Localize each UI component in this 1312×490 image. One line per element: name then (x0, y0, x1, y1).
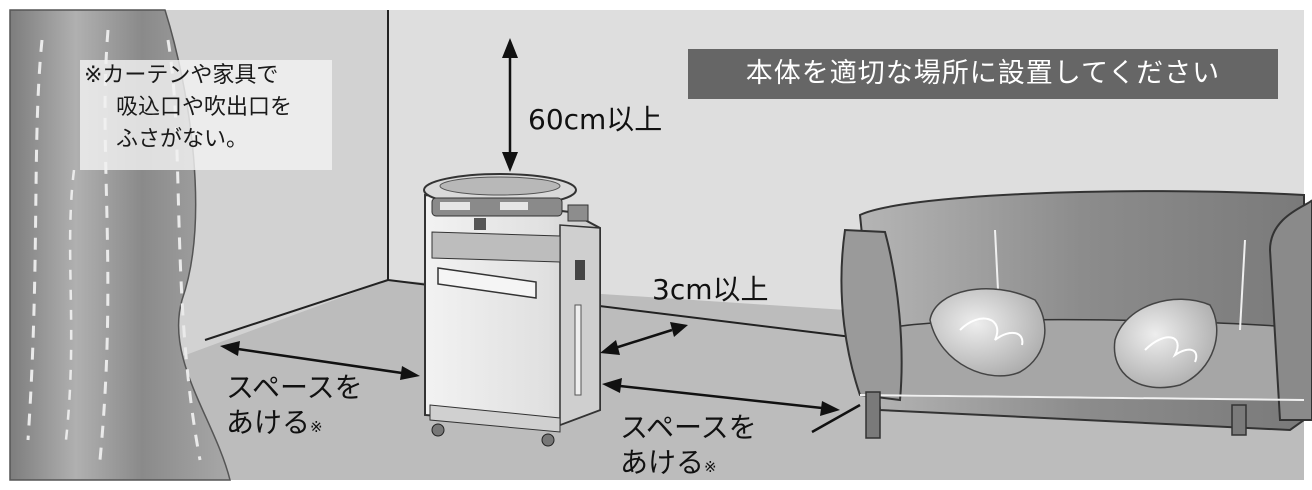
floor-edge-left (204, 279, 389, 341)
clearance-arrows (220, 38, 861, 434)
caution-note: ※カーテンや家具で 吸込口や吹出口を ふさがない。 (80, 60, 332, 170)
instruction-banner: 本体を適切な場所に設置してください (688, 49, 1278, 99)
side-clearance-label: 3cm以上 (652, 273, 769, 306)
front-space-line-2-wrap: あける※ (620, 445, 757, 480)
note-line-1: ※カーテンや家具で (84, 63, 279, 88)
front-space-mark: ※ (704, 458, 717, 476)
left-space-line-1: スペースを (226, 371, 363, 404)
front-space-line-2: あける (620, 446, 705, 479)
arrow-front-space (602, 378, 840, 416)
sofa-edge-marker (811, 403, 861, 434)
sofa (840, 190, 1312, 439)
left-space-line-2-wrap: あける※ (226, 405, 363, 440)
left-space-mark: ※ (310, 418, 323, 436)
air-purifier (423, 173, 601, 447)
arrow-side-clearance (600, 322, 688, 355)
front-space-line-1: スペースを (620, 411, 757, 444)
note-line-2: 吸込口や吹出口を (116, 95, 293, 120)
top-clearance-label: 60cm以上 (528, 103, 663, 136)
front-space-label: スペースを あける※ (620, 410, 757, 480)
note-line-3: ふさがない。 (116, 127, 249, 152)
left-space-line-2: あける (226, 406, 311, 439)
left-space-label: スペースを あける※ (226, 370, 363, 440)
arrow-left-space (220, 341, 420, 380)
arrow-top-clearance (502, 38, 518, 172)
